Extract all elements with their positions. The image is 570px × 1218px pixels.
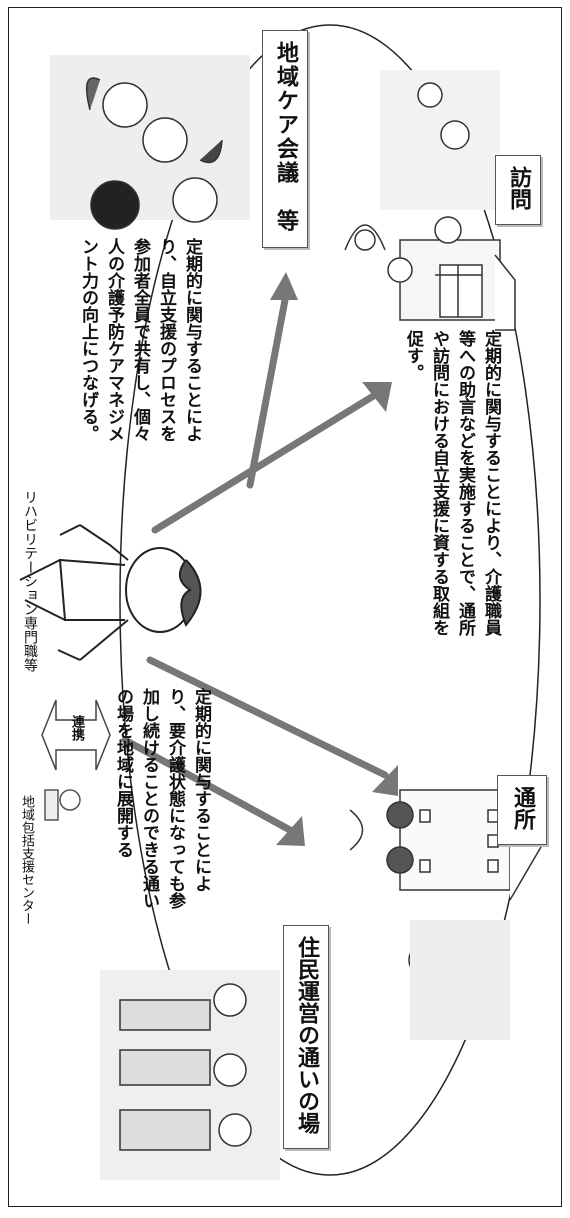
gathering-effect-text: 定期的に関与することにより、要介護状態になっても参加し続けることのできる通いの場… bbox=[113, 688, 211, 909]
label-visit: 訪問 bbox=[495, 155, 541, 225]
rehab-specialist-label: リハビリテーション専門職等 bbox=[22, 490, 38, 672]
liaison-label: 連携 bbox=[69, 715, 84, 741]
rehab-specialist-figure bbox=[19, 524, 202, 661]
meeting-effect-text: 定期的に関与することにより、自立支援のプロセスを参加者全員で共有し、個々人の介護… bbox=[78, 238, 202, 442]
visit-service-effect-text: 定期的に関与することにより、介護職員等への助言などを実施することで、通所や訪問に… bbox=[403, 330, 501, 636]
activity-ellipse bbox=[119, 24, 541, 1176]
arrow-to-meeting bbox=[246, 296, 289, 489]
label-day-service: 通所 bbox=[497, 775, 547, 845]
liaison-arrow bbox=[41, 699, 111, 771]
arrow-to-visit bbox=[151, 391, 379, 534]
day-service-text: 通所 bbox=[510, 786, 535, 830]
gathering-people-illustration bbox=[100, 970, 280, 1180]
meeting-people-illustration bbox=[50, 55, 250, 230]
community-meeting-text: 地域ケア会議 等 bbox=[273, 41, 298, 233]
support-center-figure bbox=[44, 789, 81, 821]
support-center-label: 地域包括支援センター bbox=[19, 795, 34, 925]
diagram-frame bbox=[8, 7, 562, 1207]
arrow-to-day-service bbox=[146, 656, 389, 779]
arrow-to-gathering bbox=[121, 736, 294, 834]
label-community-meeting: 地域ケア会議 等 bbox=[262, 30, 308, 248]
label-resident-gathering: 住民運営の通いの場 bbox=[283, 925, 329, 1149]
visit-house-illustration bbox=[344, 70, 516, 331]
visit-text: 訪問 bbox=[506, 166, 531, 210]
resident-gathering-text: 住民運営の通いの場 bbox=[294, 936, 319, 1134]
